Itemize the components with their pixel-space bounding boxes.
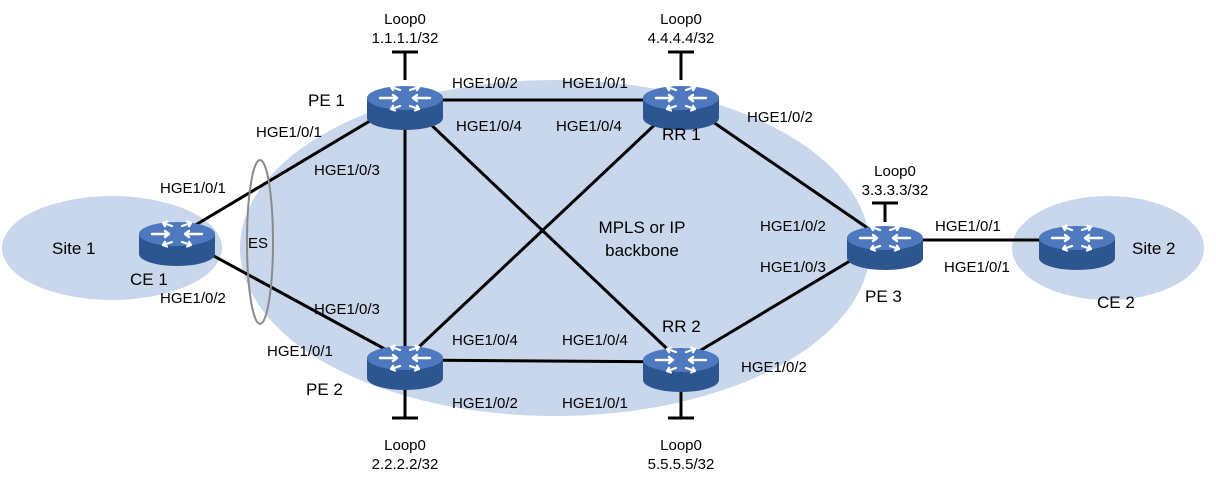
iface-pe1-to-ce1: HGE1/0/1 <box>256 124 322 141</box>
pe1-loopback-name: Loop0 <box>384 11 426 28</box>
link-ce1-pe1 <box>176 98 406 238</box>
site2-label: Site 2 <box>1132 239 1175 258</box>
iface-rr1-to-pe2: HGE1/0/4 <box>556 118 622 135</box>
router-icon-ce1[interactable] <box>137 220 217 268</box>
pe2-loopback-ip: 2.2.2.2/32 <box>372 456 439 473</box>
pe2-name: PE 2 <box>306 380 343 399</box>
iface-pe3-to-rr2: HGE1/0/3 <box>760 259 826 276</box>
link-rr1-pe2 <box>403 98 683 362</box>
iface-ce2-to-pe3: HGE1/0/1 <box>944 259 1010 276</box>
backbone-label-line2: backbone <box>605 241 679 260</box>
rr2-loopback-ip: 5.5.5.5/32 <box>648 456 715 473</box>
ce2-name: CE 2 <box>1097 293 1135 312</box>
rr1-loopback-ip: 4.4.4.4/32 <box>648 30 715 47</box>
iface-rr2-to-pe3: HGE1/0/2 <box>741 359 807 376</box>
iface-pe2-to-rr2: HGE1/0/2 <box>452 395 518 412</box>
iface-pe3-to-ce2: HGE1/0/1 <box>935 218 1001 235</box>
iface-ce1-to-pe1: HGE1/0/1 <box>160 180 226 197</box>
router-icon-ce2[interactable] <box>1037 224 1117 272</box>
router-icon-rr1[interactable] <box>641 84 721 132</box>
iface-pe2-to-rr1: HGE1/0/4 <box>452 332 518 349</box>
iface-rr2-to-pe1: HGE1/0/4 <box>562 332 628 349</box>
router-icon-pe1[interactable] <box>365 84 445 132</box>
pe3-loopback-name: Loop0 <box>874 163 916 180</box>
es-ring <box>246 159 274 325</box>
link-pe2-rr2 <box>404 358 682 364</box>
pe1-name: PE 1 <box>308 91 345 110</box>
es-label: ES <box>248 235 268 252</box>
router-icon-rr2[interactable] <box>641 346 721 394</box>
ce1-name: CE 1 <box>130 270 168 289</box>
iface-pe1-to-pe2: HGE1/0/3 <box>314 162 380 179</box>
iface-rr1-to-pe1: HGE1/0/1 <box>562 75 628 92</box>
iface-pe1-to-rr1: HGE1/0/2 <box>452 75 518 92</box>
rr2-loopback-name: Loop0 <box>660 437 702 454</box>
rr1-loopback-name: Loop0 <box>660 11 702 28</box>
router-icon-pe2[interactable] <box>365 344 445 392</box>
iface-pe1-to-rr2: HGE1/0/4 <box>456 118 522 135</box>
site1-label: Site 1 <box>52 239 95 258</box>
iface-pe2-to-ce1: HGE1/0/1 <box>267 343 333 360</box>
iface-ce1-to-pe2: HGE1/0/2 <box>160 290 226 307</box>
router-icon-pe3[interactable] <box>845 224 925 272</box>
iface-rr1-to-pe3: HGE1/0/2 <box>747 109 813 126</box>
backbone-region <box>240 80 870 416</box>
pe3-loopback-ip: 3.3.3.3/32 <box>862 182 929 199</box>
iface-pe3-to-rr1: HGE1/0/2 <box>760 218 826 235</box>
rr1-name: RR 1 <box>662 125 701 144</box>
pe2-loopback-name: Loop0 <box>384 437 426 454</box>
backbone-label-line1: MPLS or IP <box>599 218 686 237</box>
iface-rr2-to-pe2: HGE1/0/1 <box>562 395 628 412</box>
link-ce1-pe2 <box>176 234 406 362</box>
iface-pe2-to-pe1: HGE1/0/3 <box>314 301 380 318</box>
pe3-name: PE 3 <box>865 287 902 306</box>
rr2-name: RR 2 <box>662 317 701 336</box>
pe1-loopback-ip: 1.1.1.1/32 <box>372 30 439 47</box>
